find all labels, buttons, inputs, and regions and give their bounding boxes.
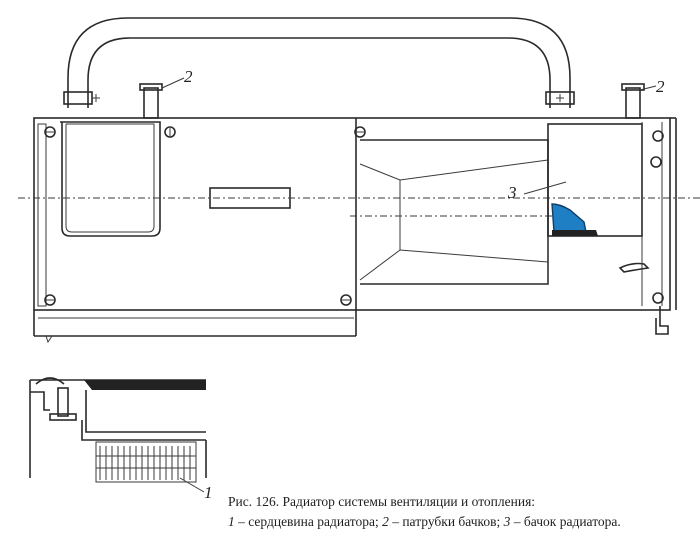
callout-1: 1 [204,483,213,502]
legend-1-num: 1 [228,514,235,529]
legend-1-text: – сердцевина радиатора; [234,514,383,529]
legend-3-num: 3 [503,514,511,529]
bolts [44,126,664,306]
air-diffuser [359,139,549,285]
tank-blue-section [551,203,587,233]
legend-2-num: 2 [382,514,389,529]
radiator-tank [547,123,643,237]
figure-caption: Рис. 126. Радиатор системы вентиляции и … [228,492,694,532]
core-detail-view [29,377,207,483]
lever [618,262,650,273]
radiator-drawing: 2 2 3 1 [18,17,700,502]
caption-title: Рис. 126. Радиатор системы вентиляции и … [228,494,536,509]
legend-3-text: – бачок радиатора. [510,514,621,529]
tank-pipe-left [139,83,163,119]
callout-2-right: 2 [656,77,665,96]
callout-2-left: 2 [184,67,193,86]
callouts: 2 2 3 1 [161,67,665,502]
legend-2-text: – патрубки бачков; [388,514,504,529]
callout-3: 3 [507,183,517,202]
handle-tube [63,17,575,108]
radiator-housing [18,117,700,344]
caption-legend: 1 – сердцевина радиатора; 2 – патрубки б… [228,512,694,532]
tank-pipe-right [621,83,645,119]
